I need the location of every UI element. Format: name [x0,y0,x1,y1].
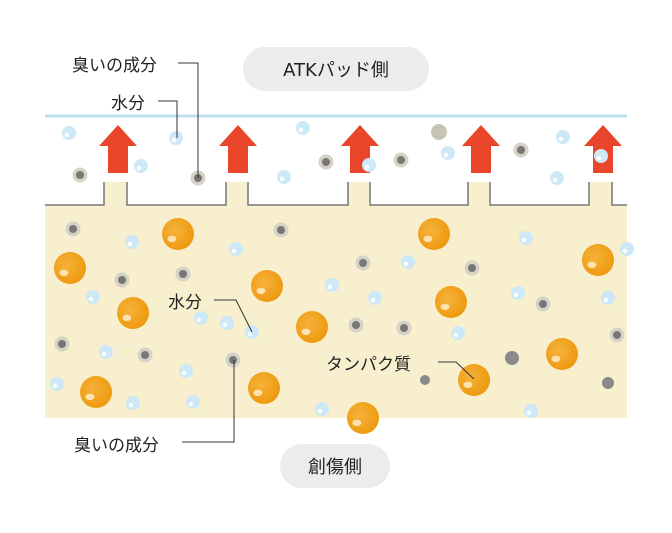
up-arrow-icon [99,125,137,173]
pad-side-badge: ATKパッド側 [243,47,429,91]
water-droplet-icon [601,291,615,305]
protein-particle-icon [418,218,450,250]
water-droplet-icon [229,242,243,256]
water-droplet-icon [179,364,193,378]
leader-lines [158,62,475,443]
up-arrow-icon [219,125,257,173]
water-label-top: 水分 [111,94,145,114]
protein-label: タンパク質 [326,355,411,375]
water-droplet-icon [556,130,570,144]
odor-particle-icon [513,142,529,158]
odor-particle-icon [137,347,153,363]
water-droplet-icon [296,121,310,135]
odor-particle-icon [54,336,70,352]
protein-particle-icon [162,218,194,250]
water-droplet-icon [524,404,538,418]
water-droplet-icon [368,291,382,305]
protein-particle-icon [435,286,467,318]
odor-particle-icon [355,255,371,271]
pad-side-label: ATKパッド側 [283,60,389,81]
particles [50,121,634,434]
water-droplet-icon [125,235,139,249]
up-arrow-icon [462,125,500,173]
water-droplet-icon [401,255,415,269]
protein-particle-icon [117,297,149,329]
odor-particle-icon [420,375,430,385]
water-droplet-icon [451,326,465,340]
water-label-mid: 水分 [168,293,202,313]
water-droplet-icon [315,402,329,416]
water-droplet-icon [50,377,64,391]
water-droplet-icon [550,171,564,185]
water-droplet-icon [277,170,291,184]
protein-particle-icon [296,311,328,343]
odor-particle-icon [396,320,412,336]
up-arrow-icon [584,125,622,173]
odor-particle-icon [535,296,551,312]
up-arrows [99,125,622,173]
odor-particle-icon [114,272,130,288]
protein-particle-icon [251,270,283,302]
water-droplet-icon [134,159,148,173]
water-droplet-icon [362,158,376,172]
odor-particle-icon [72,167,88,183]
water-droplet-icon [62,126,76,140]
odor-particle-icon [602,377,614,389]
odor-particle-icon [318,154,334,170]
protein-particle-icon [347,402,379,434]
protein-particle-icon [546,338,578,370]
protein-particle-icon [582,244,614,276]
protein-particle-icon [248,372,280,404]
odor-particle-icon [225,352,241,368]
water-droplet-icon [511,286,525,300]
odor-particle-icon [464,260,480,276]
water-droplet-icon [169,131,183,145]
water-droplet-icon [594,149,608,163]
water-droplet-icon [441,146,455,160]
odor-particle-icon [505,351,519,365]
odor-particle-icon [609,327,625,343]
odor-particle-icon [393,152,409,168]
water-droplet-icon [186,395,200,409]
water-droplet-icon [325,278,339,292]
water-droplet-icon [620,242,634,256]
water-droplet-icon [86,290,100,304]
odor-label-top: 臭いの成分 [72,56,157,76]
water-droplet-icon [126,396,140,410]
odor-label-bottom: 臭いの成分 [74,436,159,456]
water-droplet-icon [99,345,113,359]
water-droplet-icon [519,231,533,245]
odor-particle-icon [175,266,191,282]
protein-particle-icon [80,376,112,408]
odor-particle-icon [273,222,289,238]
wound-side-label: 創傷側 [308,457,362,478]
odor-particle-icon [65,221,81,237]
odor-particle-icon [431,124,447,140]
wound-side-badge: 創傷側 [280,444,390,488]
water-droplet-icon [194,311,208,325]
protein-particle-icon [54,252,86,284]
water-droplet-icon [220,316,234,330]
odor-particle-icon [348,317,364,333]
